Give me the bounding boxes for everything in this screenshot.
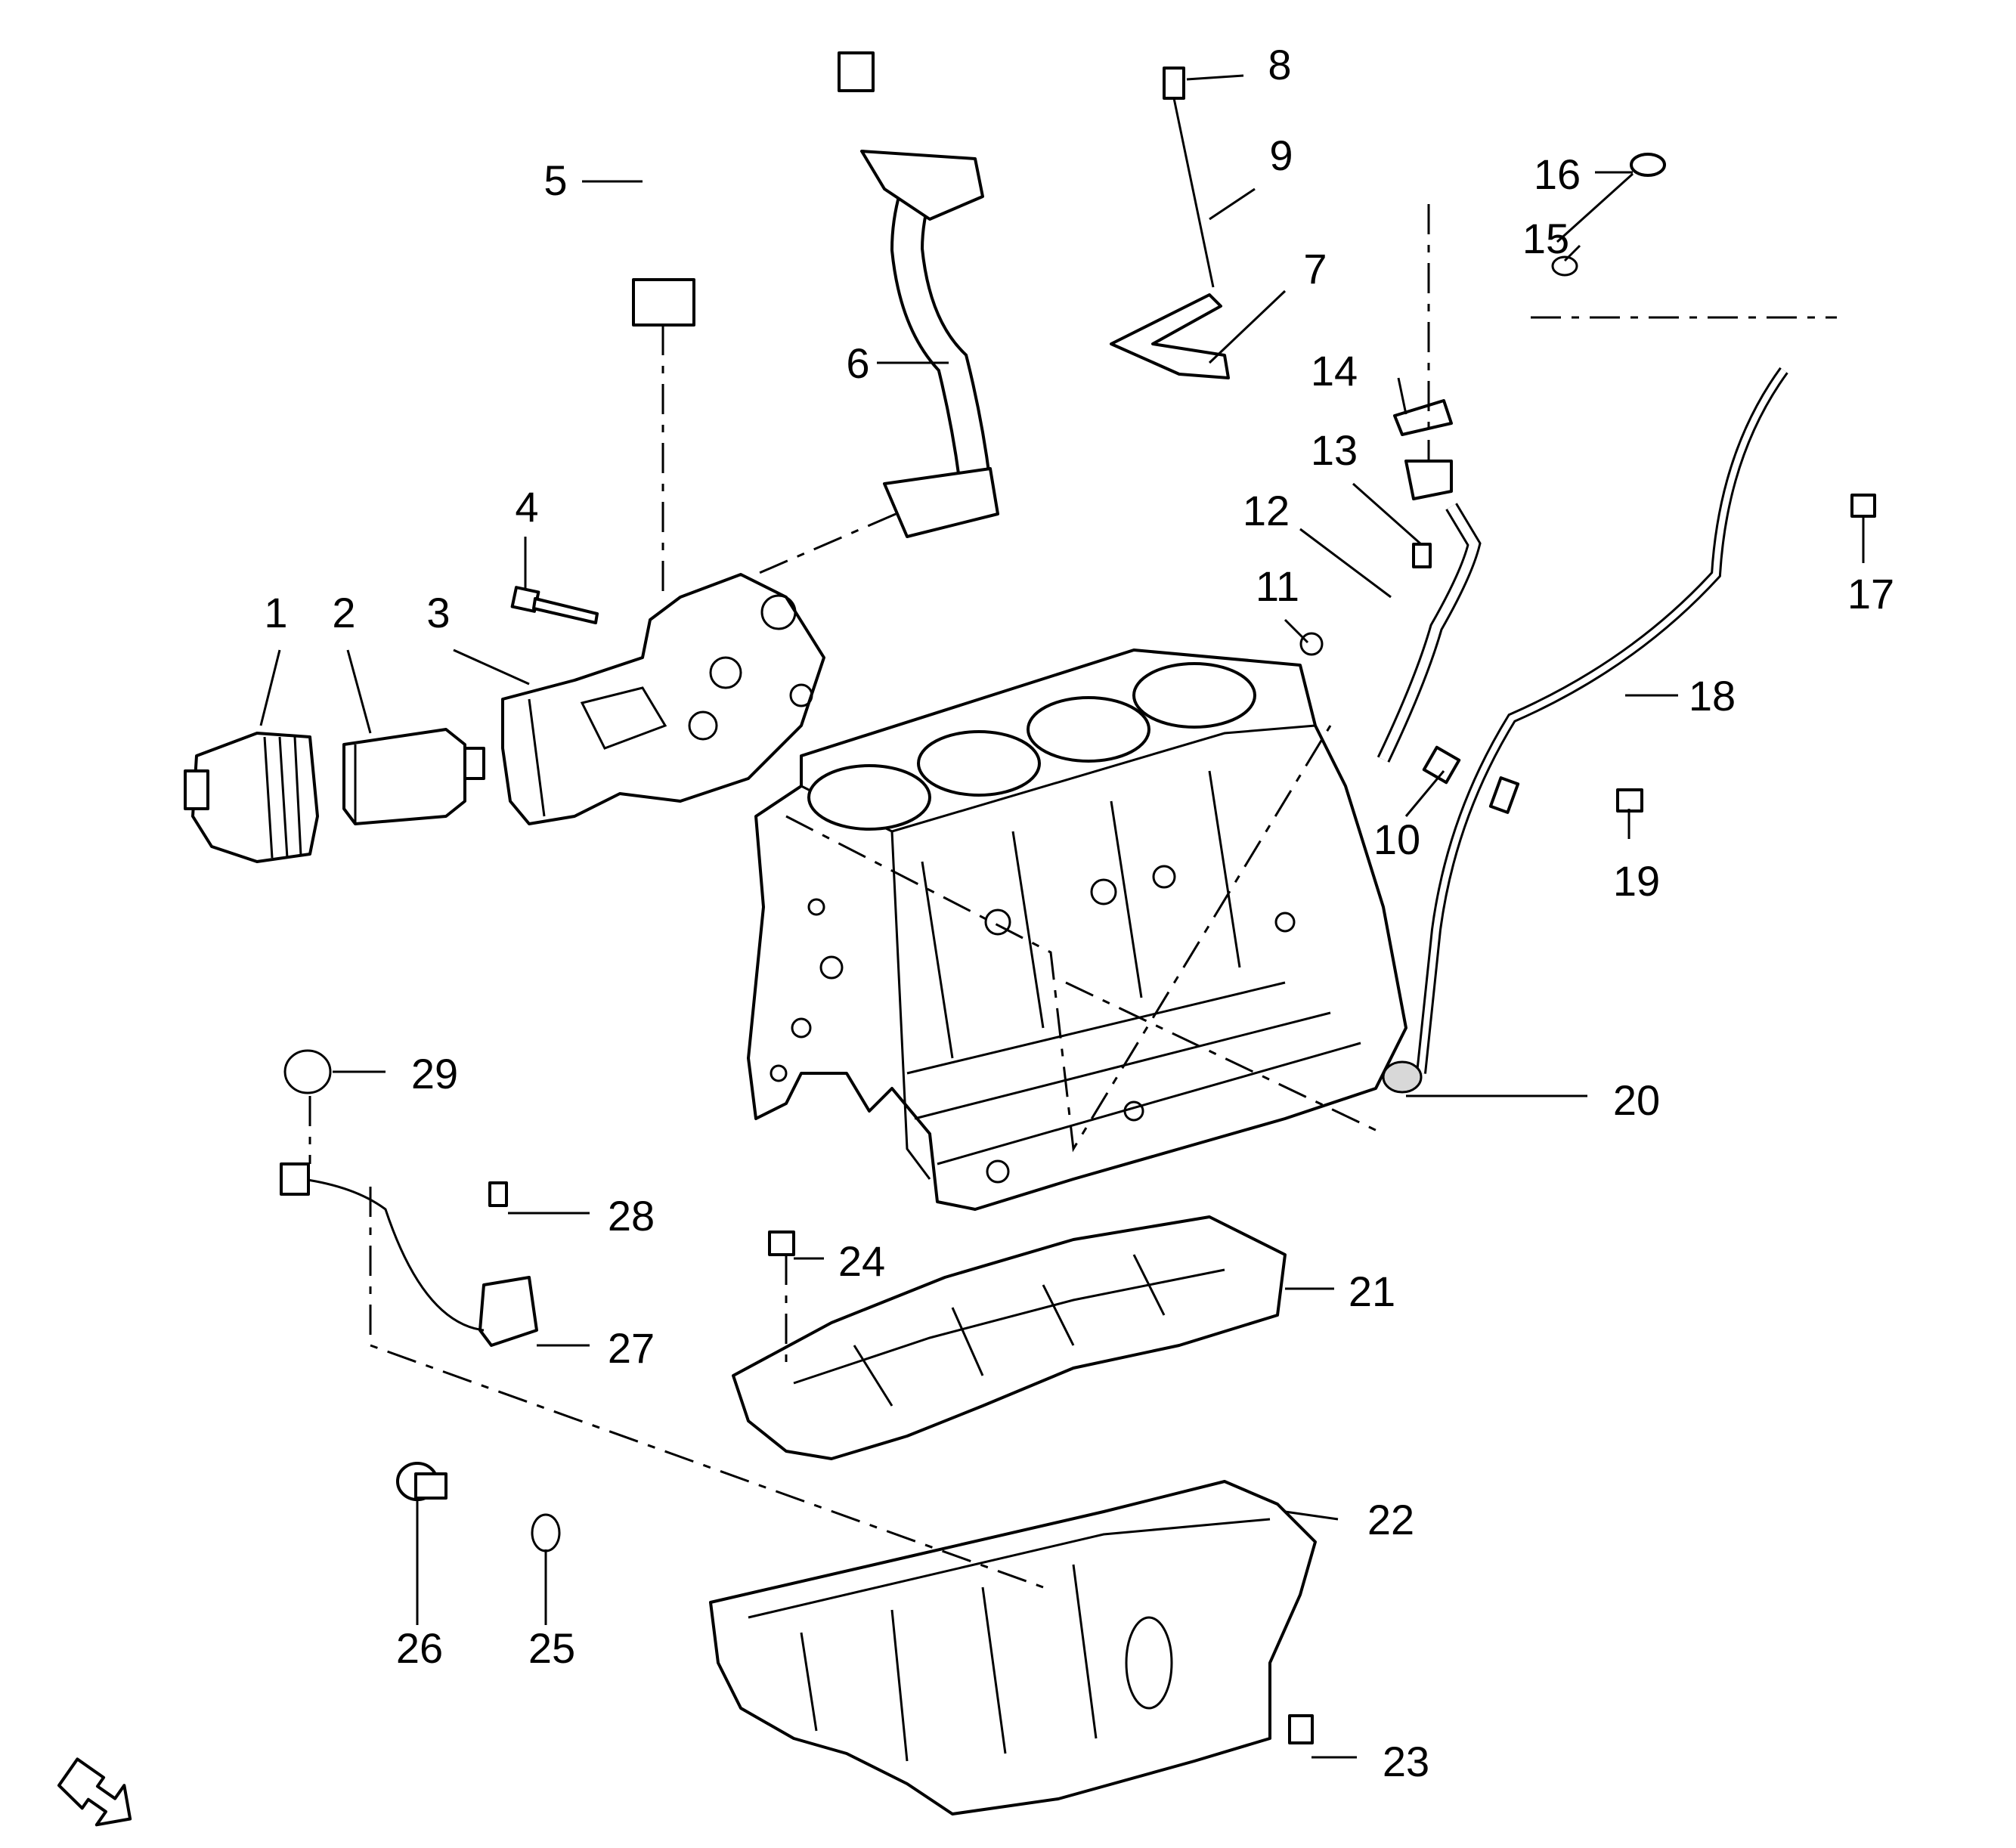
oil-filter-element <box>342 728 485 825</box>
callout-27: 27 <box>608 1324 655 1372</box>
bolt-23 <box>1288 1714 1314 1744</box>
bolt-8 <box>1163 67 1215 288</box>
seal-11 <box>1299 632 1324 656</box>
oil-filter-housing <box>501 573 825 825</box>
callout-26: 26 <box>396 1624 443 1672</box>
oil-level-sensor-27 <box>478 1276 538 1347</box>
bolt-24 <box>768 1230 795 1256</box>
oil-pump-bracket-7 <box>1110 293 1230 379</box>
banjo-bolt-10 <box>1422 745 1461 785</box>
callout-13: 13 <box>1311 426 1358 474</box>
callout-16: 16 <box>1534 150 1581 198</box>
bolt-19 <box>1616 788 1643 813</box>
sensor-harness <box>280 1162 485 1332</box>
dipstick-tube <box>1382 367 1788 1094</box>
callout-18: 18 <box>1689 672 1736 720</box>
oil-pan <box>709 1480 1317 1815</box>
callout-19: 19 <box>1613 857 1660 905</box>
callout-6: 6 <box>846 339 869 387</box>
gasket-14 <box>1393 399 1453 436</box>
callout-1: 1 <box>264 589 287 636</box>
callout-17: 17 <box>1847 570 1894 618</box>
engine-block <box>747 649 1407 1211</box>
callout-22: 22 <box>1367 1496 1414 1543</box>
oil-filter-cap <box>184 732 319 863</box>
callout-29: 29 <box>411 1050 458 1097</box>
oil-level-indicator <box>1556 153 1666 243</box>
callout-14: 14 <box>1311 347 1358 395</box>
o-ring-15 <box>1551 255 1578 277</box>
callout-15: 15 <box>1522 215 1569 262</box>
callout-labels: 1 2 3 4 5 6 7 8 9 10 11 12 13 14 15 16 1… <box>264 41 1894 1785</box>
callout-9: 9 <box>1269 132 1293 179</box>
callout-28: 28 <box>608 1192 655 1240</box>
bolt-28 <box>488 1181 508 1207</box>
coolant-hose-5 <box>632 51 875 327</box>
oil-pan-baffle <box>732 1215 1287 1460</box>
clip-29 <box>283 1049 332 1094</box>
drain-plug-26 <box>396 1462 447 1501</box>
callout-12: 12 <box>1243 487 1290 534</box>
callout-24: 24 <box>838 1237 885 1285</box>
callout-5: 5 <box>543 156 567 204</box>
callout-8: 8 <box>1268 41 1291 88</box>
callout-20: 20 <box>1613 1076 1660 1124</box>
callout-2: 2 <box>332 589 355 636</box>
bolt-13 <box>1412 543 1432 568</box>
assembly-reference-lines <box>308 204 1837 1589</box>
coolant-hose-6 <box>860 150 999 538</box>
callout-25: 25 <box>528 1624 575 1672</box>
callout-10: 10 <box>1373 816 1420 863</box>
callout-23: 23 <box>1383 1738 1429 1785</box>
o-ring-25 <box>531 1513 561 1552</box>
callout-7: 7 <box>1303 245 1327 293</box>
callout-4: 4 <box>515 483 538 531</box>
bolt-4 <box>510 586 599 624</box>
bolt-17 <box>1850 494 1876 518</box>
callout-21: 21 <box>1349 1268 1395 1315</box>
callout-11: 11 <box>1256 562 1299 610</box>
callout-3: 3 <box>426 589 450 636</box>
turbo-oil-feed-pipe-12 <box>1377 460 1482 763</box>
leader-lines <box>259 74 1865 1759</box>
front-direction-arrow-icon <box>57 1757 132 1827</box>
